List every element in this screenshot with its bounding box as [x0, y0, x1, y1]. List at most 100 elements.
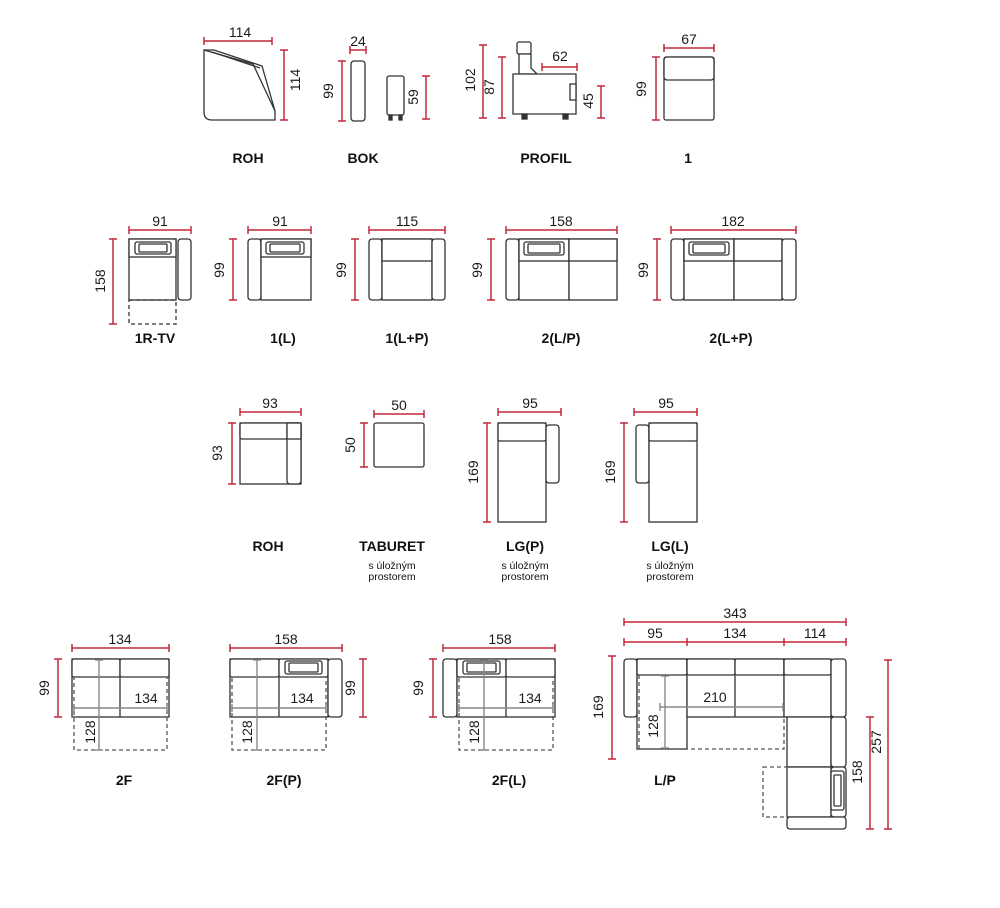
module-2f-p-bed-length: 128: [239, 720, 255, 744]
roh-top-label: ROH: [232, 150, 263, 166]
lp-seg2: 134: [723, 625, 747, 641]
lg-p-note-1: s úložným: [501, 560, 549, 572]
profil-seat-height-dimension: [597, 85, 605, 119]
module-2f-p-depth: 99: [342, 680, 358, 696]
module-1r-tv-width-dimension: [128, 226, 192, 234]
module-2lp-width: 182: [721, 213, 745, 229]
module-2f-depth: 99: [36, 680, 52, 696]
module-1l-depth-dimension: [229, 238, 237, 301]
lp-segment-dimensions: [623, 638, 847, 646]
bok-depth: 99: [320, 83, 336, 99]
module-2l-p-shape: [505, 238, 618, 301]
module-2f-l-bed-dimensions: [458, 659, 554, 751]
bok-height-dimension: [422, 75, 430, 120]
module-2f-p-width: 158: [274, 631, 298, 647]
module-2f-l-label: 2F(L): [492, 772, 526, 788]
module-1r-tv-label: 1R-TV: [135, 330, 176, 346]
module-2f-depth-dimension: [54, 658, 62, 718]
bok-depth-dimension: [338, 60, 346, 122]
lg-l-note-1: s úložným: [646, 560, 694, 572]
profil-seat-height: 45: [580, 93, 596, 109]
profil-side-view: [512, 41, 577, 120]
lg-p-depth: 169: [465, 460, 481, 484]
lp-bed-length: 210: [703, 689, 727, 705]
roh-top-width-dimension: [203, 37, 273, 45]
module-1lp-depth: 99: [333, 262, 349, 278]
bok-armrest-side-view: [386, 75, 405, 121]
roh-depth: 93: [209, 445, 225, 461]
lg-l-width-dimension: [633, 408, 698, 416]
roh-width-dimension: [239, 408, 302, 416]
lp-left-depth: 169: [590, 695, 606, 719]
lp-total-width: 343: [723, 605, 747, 621]
lg-p-note-2: prostorem: [501, 571, 549, 583]
taburet-shape: [373, 422, 425, 468]
module-1-depth: 99: [633, 81, 649, 97]
roh-top-depth-dimension: [280, 49, 288, 121]
module-2f-l-width: 158: [488, 631, 512, 647]
profil-back-height-dimension: [479, 44, 487, 119]
bok-label: BOK: [347, 150, 378, 166]
lg-l-depth-dimension: [620, 422, 628, 523]
taburet-note-2: prostorem: [368, 571, 416, 583]
module-2lp-shape: [670, 238, 797, 301]
lp-seg3: 114: [804, 625, 827, 641]
module-1-width-dimension: [663, 44, 715, 52]
profil-seat-depth-dimension: [541, 63, 578, 71]
lg-l-note-2: prostorem: [646, 571, 694, 583]
lp-corner-set-shape: [623, 658, 847, 830]
module-1-depth-dimension: [652, 56, 660, 121]
module-1r-tv-width: 91: [152, 213, 168, 229]
lg-p-depth-dimension: [483, 422, 491, 523]
lg-p-label: LG(P): [506, 538, 544, 554]
lp-seg1: 95: [647, 625, 663, 641]
lp-bed-width: 128: [645, 714, 661, 738]
module-2f-l-depth: 99: [410, 680, 426, 696]
module-1lp-width-dimension: [368, 226, 446, 234]
module-2l-p-width: 158: [549, 213, 573, 229]
lg-p-width: 95: [522, 395, 538, 411]
taburet-label: TABURET: [359, 538, 425, 554]
taburet-width: 50: [391, 397, 407, 413]
module-2f-bed-width: 134: [134, 690, 158, 706]
module-2f-bed-length: 128: [82, 720, 98, 744]
module-2f-p-bed-width: 134: [290, 690, 314, 706]
profil-seat-depth: 62: [552, 48, 568, 64]
module-2lp-depth-dimension: [653, 238, 661, 301]
profil-height: 87: [481, 79, 497, 95]
module-1lp-width: 115: [396, 213, 419, 229]
lp-total-depth: 257: [868, 730, 884, 754]
lp-total-width-dimension: [623, 618, 847, 626]
roh-label: ROH: [252, 538, 283, 554]
module-2f-l-depth-dimension: [429, 658, 437, 718]
module-2f-p-width-dimension: [229, 644, 343, 652]
module-1lp-depth-dimension: [351, 238, 359, 301]
module-2f-label: 2F: [116, 772, 133, 788]
module-2f-p-bed-dimensions: [231, 659, 327, 751]
module-2f-width-dimension: [71, 644, 170, 652]
module-2f-bed-dimensions: [73, 659, 168, 751]
module-2lp-depth: 99: [635, 262, 651, 278]
roh-top-module: [203, 49, 276, 121]
module-2f-p-label: 2F(P): [267, 772, 302, 788]
module-2f-p-depth-dimension: [359, 658, 367, 718]
taburet-note-1: s úložným: [368, 560, 416, 572]
lg-l-width: 95: [658, 395, 674, 411]
module-1l-width: 91: [272, 213, 288, 229]
module-2l-p-depth-dimension: [487, 238, 495, 301]
lp-total-depth-dimension: [884, 659, 892, 830]
module-2f-l-bed-length: 128: [466, 720, 482, 744]
module-2lp-label: 2(L+P): [709, 330, 752, 346]
module-1r-tv-depth: 158: [92, 269, 108, 293]
module-1l-width-dimension: [247, 226, 312, 234]
bok-armrest-top-view: [350, 60, 366, 122]
roh-width: 93: [262, 395, 278, 411]
lp-label: L/P: [654, 772, 676, 788]
lg-l-shape: [635, 422, 698, 523]
module-1-shape: [663, 56, 715, 121]
bok-width-dimension: [349, 46, 367, 54]
module-1lp-shape: [368, 238, 446, 301]
module-1l-label: 1(L): [270, 330, 296, 346]
taburet-depth-dimension: [360, 422, 368, 468]
module-2f-l-bed-width: 134: [518, 690, 542, 706]
